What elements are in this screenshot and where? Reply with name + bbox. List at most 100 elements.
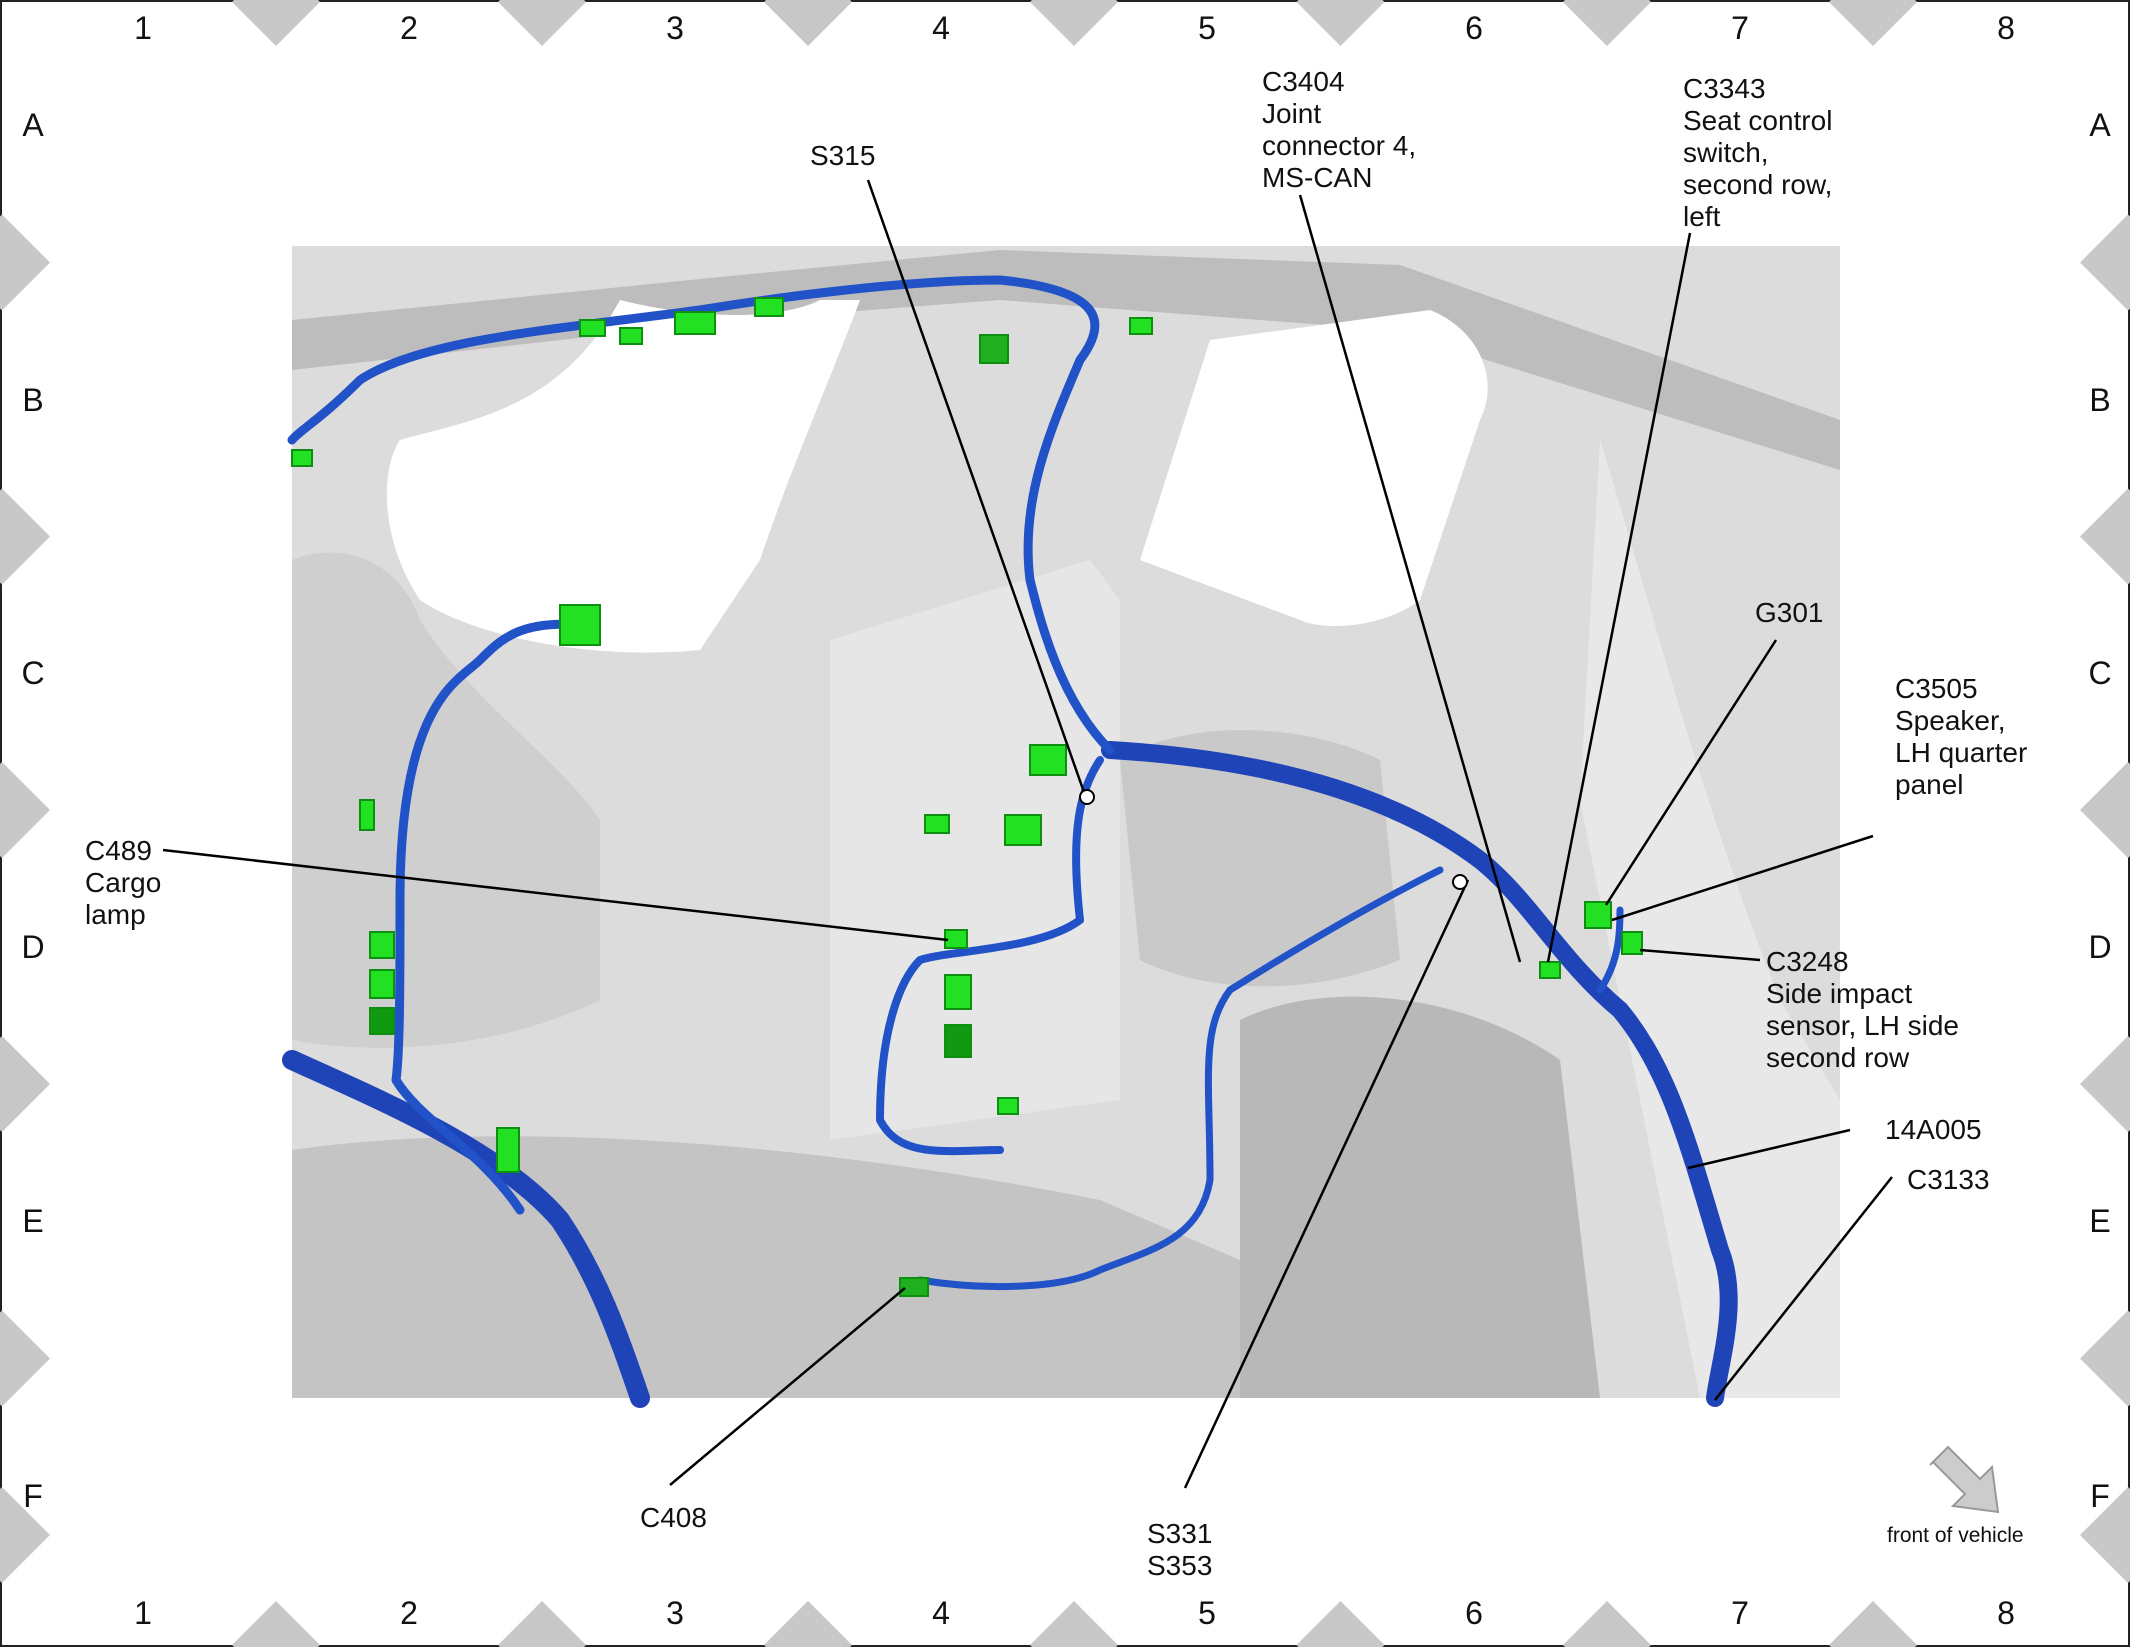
grid-marker	[0, 214, 50, 311]
leader-c3404	[1298, 194, 1522, 963]
harness-trunk-right	[1101, 741, 1738, 1407]
grid-marker	[764, 0, 852, 46]
rear-window-opening	[386, 300, 860, 653]
connector	[559, 604, 601, 646]
grid-column-label: 6	[1465, 10, 1483, 46]
grid-marker	[0, 1487, 50, 1583]
callout-s331-s353: S331 S353	[1147, 1518, 1212, 1582]
connector	[496, 1127, 520, 1173]
callout-line: second row	[1766, 1042, 1910, 1073]
connector	[369, 1007, 395, 1035]
callout-c489: C489 Cargo lamp	[85, 835, 161, 931]
grid-marker	[1296, 0, 1385, 46]
grid-column-label: 2	[400, 1595, 418, 1631]
grid-marker	[2080, 1036, 2130, 1132]
callout-14a005: 14A005	[1885, 1114, 1982, 1146]
leader-14a005	[1687, 1128, 1851, 1170]
harness-roof-branch	[287, 275, 1115, 755]
connector	[944, 1024, 972, 1058]
grid-marker	[498, 0, 586, 46]
callout-line: Seat control	[1683, 105, 1833, 136]
connector	[579, 319, 606, 337]
grid-marker	[2080, 1310, 2130, 1407]
vehicle-body-illustration	[292, 246, 1840, 1398]
callout-line: C3343	[1683, 73, 1766, 104]
leader-c3505	[1611, 834, 1874, 922]
grid-column-label: 1	[134, 1595, 152, 1631]
connector	[1004, 814, 1042, 846]
grid-marker	[1030, 1601, 1118, 1647]
leader-lines	[162, 179, 1893, 1489]
callout-line: C408	[640, 1502, 707, 1533]
callout-line: S353	[1147, 1550, 1213, 1581]
callout-s315: S315	[810, 140, 875, 172]
callout-line: Side impact	[1766, 978, 1913, 1009]
leader-c3248	[1639, 948, 1761, 962]
grid-column-label: 3	[666, 1595, 684, 1631]
callout-line: lamp	[85, 899, 146, 930]
connector	[359, 799, 375, 831]
grid-column-label: 7	[1731, 1595, 1749, 1631]
callout-c3248: C3248 Side impact sensor, LH side second…	[1766, 946, 1959, 1074]
callout-line: S315	[810, 140, 876, 171]
grid-marker	[232, 0, 320, 46]
harness-14a005	[282, 275, 1738, 1408]
grid-marker	[498, 1601, 586, 1647]
connector	[619, 327, 643, 345]
connector	[291, 449, 313, 467]
grid-column-label: 3	[666, 10, 684, 46]
grid-marker	[2080, 1487, 2130, 1583]
grid-column-label: 6	[1465, 1595, 1483, 1631]
callout-line: Cargo	[85, 867, 162, 898]
callout-line: G301	[1755, 597, 1824, 628]
callout-line: C3133	[1907, 1164, 1990, 1195]
leader-s331	[1183, 879, 1470, 1489]
grid-row-label: B	[2089, 382, 2111, 418]
callout-c3404: C3404 Joint connector 4, MS-CAN	[1262, 66, 1416, 194]
connector	[944, 974, 972, 1010]
grid-marker	[0, 1310, 50, 1407]
grid-column-label: 7	[1731, 10, 1749, 46]
connectors	[291, 297, 1643, 1297]
grid-row-label: F	[23, 1478, 43, 1514]
harness-floor-branch	[916, 866, 1444, 1291]
callout-c3505: C3505 Speaker, LH quarter panel	[1895, 673, 2027, 801]
grid-column-label: 2	[400, 10, 418, 46]
connector	[979, 334, 1009, 364]
callout-line: sensor, LH side	[1766, 1010, 1959, 1041]
grid-column-label: 5	[1198, 10, 1216, 46]
connector	[924, 814, 950, 834]
grid-marker	[1563, 1601, 1651, 1647]
callout-line: LH quarter	[1895, 737, 2028, 768]
callout-line: Joint	[1262, 98, 1322, 129]
grid-row-label: F	[2090, 1478, 2110, 1514]
grid-marker	[1829, 1601, 1917, 1647]
leader-c408	[669, 1287, 906, 1486]
callout-line: panel	[1895, 769, 1964, 800]
wheel-house	[1240, 996, 1600, 1398]
connector	[1129, 317, 1153, 335]
leader-c489	[162, 848, 949, 942]
grid-marker	[1030, 0, 1118, 46]
leader-s315	[866, 179, 1087, 796]
front-of-vehicle-label: front of vehicle	[1887, 1524, 2024, 1547]
harness-center-branch	[876, 756, 1104, 1156]
callout-line: C3248	[1766, 946, 1849, 977]
grid-marker	[0, 488, 50, 585]
grid-row-label: D	[21, 929, 45, 965]
grid-column-label: 5	[1198, 1595, 1216, 1631]
callout-line: S331	[1147, 1518, 1213, 1549]
grid-marker	[2080, 488, 2130, 585]
harness-trunk-lower-left	[282, 1050, 650, 1408]
connector	[1029, 744, 1067, 776]
grid-marker	[2080, 762, 2130, 858]
connector-c3343	[1539, 961, 1561, 979]
callout-line: MS-CAN	[1262, 162, 1373, 193]
leader-g301	[1604, 639, 1778, 906]
grid-row-label: A	[2089, 107, 2111, 143]
grid-row-label: E	[22, 1203, 44, 1239]
grid-marker	[1563, 0, 1651, 46]
callout-line: switch,	[1683, 137, 1769, 168]
